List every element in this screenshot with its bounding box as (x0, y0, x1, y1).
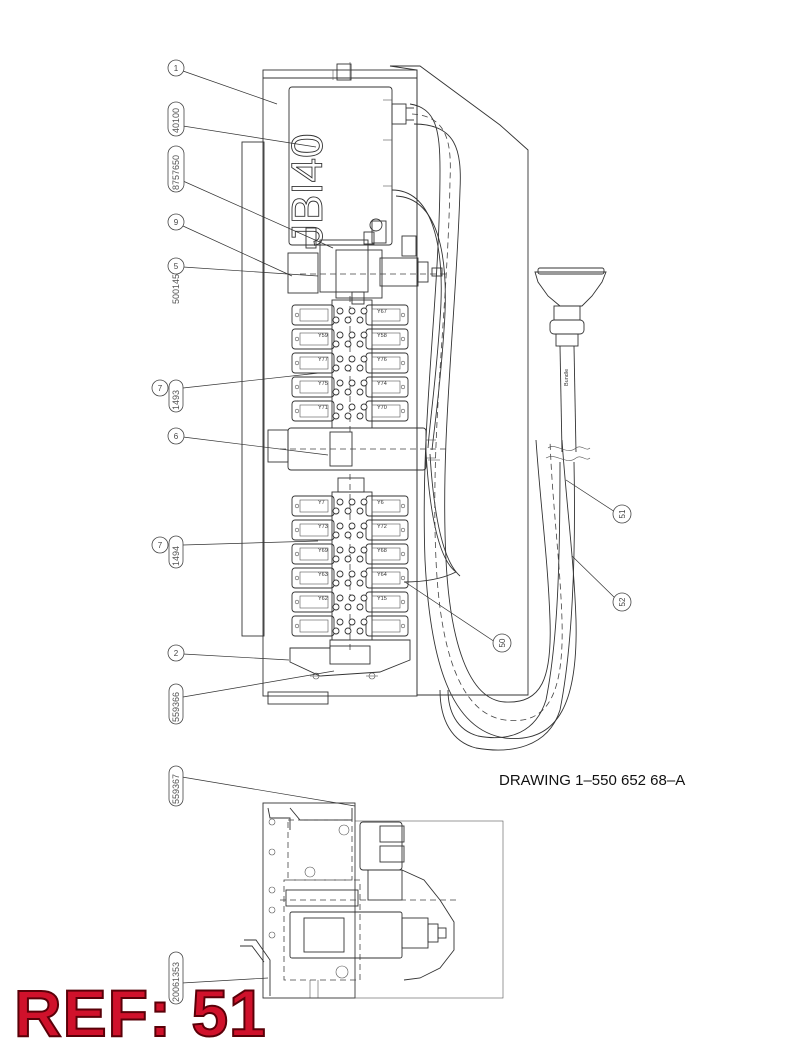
valve-row: Y71 Y70 (291, 400, 409, 422)
valve-label: Y67 (377, 309, 387, 315)
callout-52: 52 (612, 592, 632, 612)
svg-text:52: 52 (618, 597, 627, 606)
valve-row: Y75 Y74 (291, 376, 409, 398)
side-detail-view (240, 802, 504, 999)
valve-label: Y75 (318, 381, 328, 387)
vertical-label-20061353: 20061353 (168, 951, 184, 1005)
svg-text:7: 7 (158, 384, 163, 393)
distribution-block (267, 427, 450, 471)
cable-assembly: Bundle (439, 267, 607, 751)
svg-text:500145: 500145 (171, 274, 181, 304)
callout-7-upper: 7 (151, 379, 169, 397)
module-marking: JBI40 (283, 133, 332, 246)
valve-label: Y58 (377, 333, 387, 339)
valve-row: Y63 Y64 (291, 567, 409, 589)
valve-label: Y69 (318, 548, 328, 554)
hose-bundle (409, 103, 577, 739)
callout-7-lower: 7 (151, 536, 169, 554)
valve-label: Y72 (377, 524, 387, 530)
valve-label: Y62 (318, 596, 328, 602)
callout-2: 2 (167, 644, 185, 662)
callout-51: 51 (612, 504, 632, 524)
callout-50: 50 (492, 633, 512, 653)
return-block (289, 639, 411, 680)
valve-row: Y67 (291, 304, 409, 326)
drawing-number: DRAWING 1–550 652 68–A (499, 772, 686, 789)
svg-text:1: 1 (174, 64, 179, 73)
valve-label: Y64 (377, 572, 387, 578)
callout-6: 6 (167, 427, 185, 445)
callout-9: 9 (167, 213, 185, 231)
cable-marking: Bundle (564, 369, 570, 386)
svg-text:50: 50 (498, 638, 507, 647)
vertical-label-1494: 1494 (168, 535, 184, 569)
valve-row: Y69 Y68 (291, 543, 409, 565)
callout-5: 5 (167, 257, 185, 275)
valve-label: Y6 (377, 500, 384, 506)
callout-1: 1 (167, 59, 185, 77)
valve-row: Y73 Y72 (291, 519, 409, 541)
valve-row: Y7 Y6 (291, 495, 409, 517)
valve-label: Y70 (377, 405, 387, 411)
vertical-label-559366: 559366 (168, 683, 184, 725)
valve-label: Y15 (377, 596, 387, 602)
ref-label: REF: 51 (13, 976, 267, 1050)
valve-label: Y76 (377, 357, 387, 363)
valve-label: Y71 (318, 405, 328, 411)
callout-8757650: 8757650 (167, 145, 185, 193)
svg-text:40100: 40100 (171, 108, 181, 133)
valve-row: Y59 Y58 (291, 328, 409, 350)
svg-text:7: 7 (158, 541, 163, 550)
valve-row: Y77 Y76 (291, 352, 409, 374)
svg-text:559367: 559367 (171, 774, 181, 804)
vertical-label-559367: 559367 (168, 765, 184, 807)
svg-text:2: 2 (174, 649, 179, 658)
callout-40100: 40100 (167, 101, 185, 137)
valve-label: Y73 (318, 524, 328, 530)
leader-lines (181, 70, 616, 984)
svg-text:9: 9 (174, 218, 179, 227)
svg-text:20061353: 20061353 (171, 962, 181, 1002)
svg-text:1494: 1494 (171, 546, 181, 566)
pressure-block (287, 218, 450, 305)
valve-row: Y62 Y15 (291, 591, 409, 613)
svg-text:6: 6 (174, 432, 179, 441)
valve-label: Y74 (377, 381, 387, 387)
valve-label: Y68 (377, 548, 387, 554)
mounting-plate (241, 62, 529, 705)
svg-text:1493: 1493 (171, 390, 181, 410)
valve-label: Y77 (318, 357, 328, 363)
valve-row (291, 615, 409, 637)
valve-label: Y59 (318, 333, 328, 339)
svg-text:51: 51 (618, 509, 627, 518)
valve-label: Y63 (318, 572, 328, 578)
svg-text:8757650: 8757650 (171, 155, 181, 190)
vertical-label-500145: 500145 (171, 274, 181, 304)
electronic-module: JBI40 (283, 86, 414, 246)
svg-text:559366: 559366 (171, 692, 181, 722)
svg-text:5: 5 (174, 262, 179, 271)
vertical-label-1493: 1493 (168, 379, 184, 413)
valve-label: Y7 (318, 500, 325, 506)
